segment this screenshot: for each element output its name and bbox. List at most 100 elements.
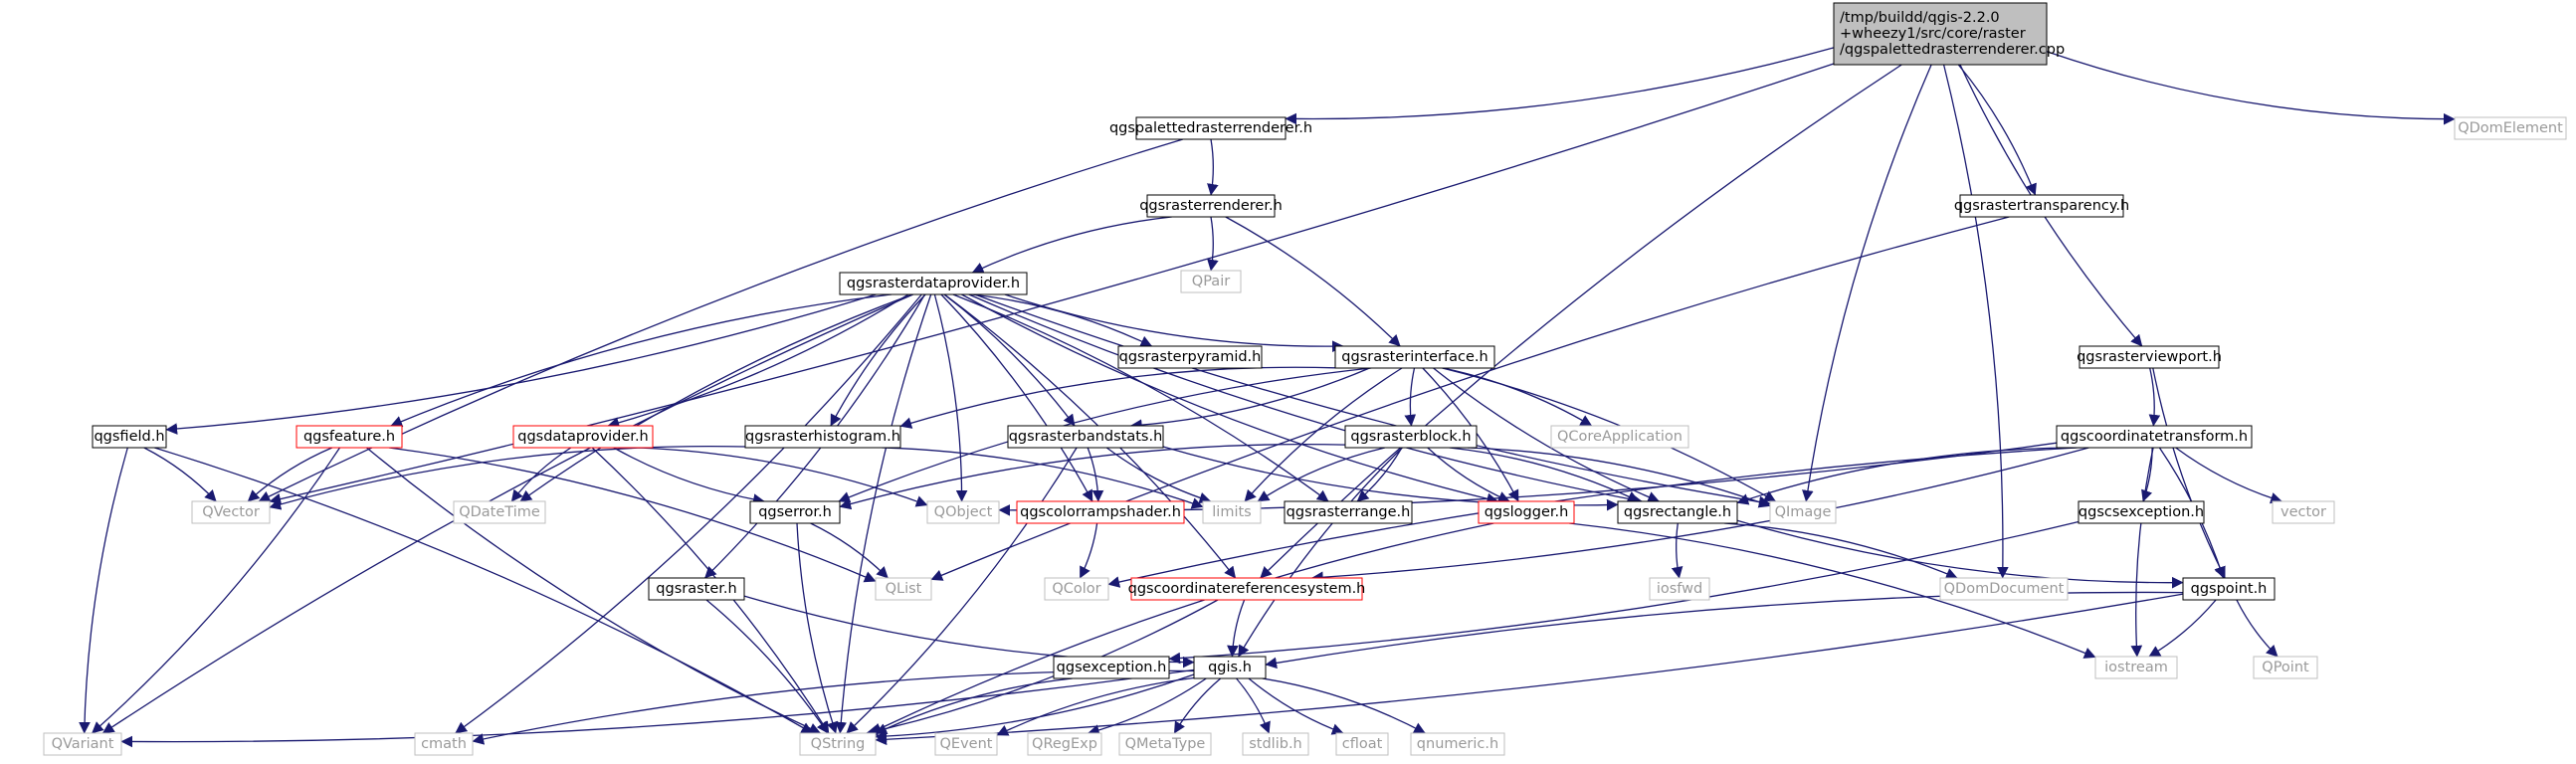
node-qgsfeature-h[interactable]: qgsfeature.h: [296, 425, 403, 449]
node-qgsrasterinterface-h[interactable]: qgsrasterinterface.h: [1334, 345, 1495, 369]
edge-root-to-qvector: [269, 63, 1835, 505]
node-box: [1202, 500, 1262, 524]
edge-rif-to-rect: [1433, 367, 1660, 503]
node-label: qgspoint.h: [2191, 581, 2268, 597]
node-qmetatype: QMetaType: [1118, 732, 1212, 756]
node-box: [1344, 425, 1478, 449]
node-box: [1007, 425, 1164, 449]
node-box: [1833, 2, 2048, 66]
node-qgsraster-h[interactable]: qgsraster.h: [648, 577, 745, 601]
edge-rdp-to-qobject: [933, 293, 968, 502]
edge-rif-to-limits: [1244, 367, 1403, 502]
node-label: QPair: [1192, 274, 1230, 289]
edge-rif-to-hist: [899, 366, 1336, 429]
node-label: QImage: [1775, 504, 1832, 520]
node-box: [1550, 425, 1689, 449]
node-label: qgserror.h: [758, 504, 832, 520]
node-label: QString: [811, 736, 866, 752]
edge-logger-to-qstring: [870, 522, 1494, 734]
node-label: QEvent: [940, 736, 993, 752]
edge-rdp-to-rif: [1004, 293, 1344, 353]
node-box: [414, 732, 474, 756]
node-qgsfield-h[interactable]: qgsfield.h: [92, 425, 167, 449]
node-vector: vector: [2272, 500, 2335, 524]
edge-qgis-to-qevent: [996, 676, 1195, 736]
edge-dp-to-qobject: [638, 447, 928, 507]
node-qgsrasterrenderer-h[interactable]: qgsrasterrenderer.h: [1139, 194, 1283, 218]
node-qgslogger-h[interactable]: qgslogger.h: [1478, 500, 1575, 524]
edge-rdp-to-pyr: [971, 293, 1153, 347]
node-label: qgslogger.h: [1485, 504, 1569, 520]
edge-qgis-to-stdlib: [1236, 677, 1271, 734]
edge-qgis-to-qregexp: [1088, 677, 1207, 736]
node-qgscoordinatetransform-h[interactable]: qgscoordinatetransform.h: [2056, 425, 2253, 449]
node-box: [1478, 500, 1575, 524]
node-label: stdlib.h: [1249, 736, 1302, 752]
node-label: qgsdataprovider.h: [517, 429, 649, 445]
edge-hist-to-qvector: [269, 445, 746, 510]
node-box: [1117, 345, 1263, 369]
node-qgsrasterblock-h[interactable]: qgsrasterblock.h: [1344, 425, 1478, 449]
node-qgsrectangle-h[interactable]: qgsrectangle.h: [1617, 500, 1738, 524]
node-qgscsexception-h[interactable]: qgscsexception.h: [2078, 500, 2205, 524]
edge-rect-to-qdomdoc: [1723, 522, 1958, 580]
node-label: iostream: [2104, 660, 2168, 675]
node-qgsrasterrange-h[interactable]: qgsrasterrange.h: [1284, 500, 1413, 524]
node-qgsrasterbandstats-h[interactable]: qgsrasterbandstats.h: [1007, 425, 1164, 449]
node-qgsdataprovider-h[interactable]: qgsdataprovider.h: [512, 425, 654, 449]
node-box: [744, 425, 901, 449]
node-qgspoint-h[interactable]: qgspoint.h: [2182, 577, 2276, 601]
node-label: qnumeric.h: [1417, 736, 1498, 752]
node-box: [2272, 500, 2335, 524]
node-qgsrasterdataprovider-h[interactable]: qgsrasterdataprovider.h: [839, 272, 1028, 295]
node-label: cfloat: [1342, 736, 1383, 752]
edge-qgis-to-qmetatype: [1173, 677, 1222, 734]
edge-ct-to-crs: [1311, 447, 2089, 584]
node-qpair: QPair: [1180, 270, 1242, 293]
node-label: qgsrasterrenderer.h: [1139, 198, 1283, 214]
node-label-line: /qgspalettedrasterrenderer.cpp: [1840, 42, 2065, 58]
node-qgsrastertransparency-h[interactable]: qgsrastertransparency.h: [1954, 194, 2129, 218]
node-qgsrasterpyramid-h[interactable]: qgsrasterpyramid.h: [1117, 345, 1263, 369]
node-label: QObject: [934, 504, 993, 520]
node-box: [1135, 116, 1287, 140]
node-iosfwd: iosfwd: [1649, 577, 1710, 601]
node-qlist: QList: [875, 577, 932, 601]
node-qgspalettedrasterrenderer-h[interactable]: qgspalettedrasterrenderer.h: [1109, 116, 1312, 140]
node-qdomdocument: QDomDocument: [1939, 577, 2069, 601]
node-box: [43, 732, 122, 756]
node-qgscolorrampshader-h[interactable]: qgscolorrampshader.h: [1016, 500, 1185, 524]
node-label: qgsrasterdataprovider.h: [847, 276, 1020, 291]
edge-bs-to-crs_shader: [1087, 447, 1104, 502]
node-box: [1044, 577, 1109, 601]
edge-trans-to-qlist: [930, 216, 2010, 581]
edge-csexc-to-exc: [1168, 520, 2080, 665]
node-qnumeric-h: qnumeric.h: [1410, 732, 1505, 756]
node-label: qgsrasterviewport.h: [2077, 349, 2222, 365]
node-qvariant: QVariant: [43, 732, 122, 756]
node-box: [1242, 732, 1309, 756]
node-qgsrasterviewport-h[interactable]: qgsrasterviewport.h: [2077, 345, 2222, 369]
edge-point-to-qstring: [875, 593, 2184, 746]
edge-qgis-to-qvariant: [120, 668, 1195, 748]
edge-feat-to-qvector: [247, 447, 333, 502]
node-qgsrasterhistogram-h[interactable]: qgsrasterhistogram.h: [744, 425, 901, 449]
node-qgspalettedrasterrenderer-cpp[interactable]: /tmp/buildd/qgis-2.2.0+wheezy1/src/core/…: [1833, 2, 2065, 66]
node-qgscoordinatereferencesystem-h[interactable]: qgscoordinatereferencesystem.h: [1128, 577, 1366, 601]
node-box: [2182, 577, 2276, 601]
node-box: [1180, 270, 1242, 293]
node-label: qgsfield.h: [94, 429, 164, 445]
edge-rdp-to-hist: [830, 293, 926, 427]
node-qgsexception-h[interactable]: qgsexception.h: [1053, 656, 1170, 679]
edge-feat-to-qlist: [388, 447, 877, 583]
edge-root-to-palh: [1285, 47, 1835, 125]
node-label-line: /tmp/buildd/qgis-2.2.0: [1840, 10, 2000, 26]
node-qcolor: QColor: [1044, 577, 1109, 601]
edge-ct-to-rect: [1736, 447, 2085, 505]
node-box: [1130, 577, 1363, 601]
node-label: qgscolorrampshader.h: [1020, 504, 1181, 520]
node-qgserror-h[interactable]: qgserror.h: [749, 500, 841, 524]
node-box: [1193, 656, 1267, 679]
node-qgis-h[interactable]: qgis.h: [1193, 656, 1267, 679]
edge-rdp-to-logger: [961, 293, 1499, 505]
